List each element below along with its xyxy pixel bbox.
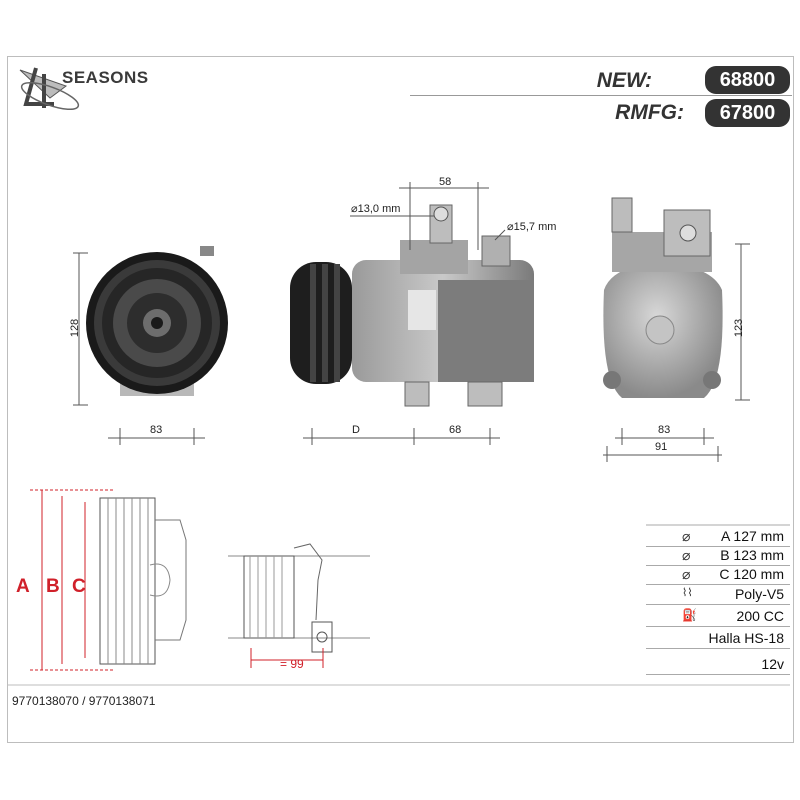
side-view-compressor: [290, 204, 534, 407]
datasheet-frame: [7, 56, 794, 743]
diameter-icon: ⌀: [682, 528, 691, 544]
rear-view-compressor: [603, 197, 723, 398]
diameter-icon: ⌀: [682, 566, 691, 582]
diameter-icon: ⌀: [682, 547, 691, 563]
pulley-length-label: = 99: [280, 657, 304, 671]
front-view-clutch: [86, 246, 228, 396]
rear-overall-width-label: 91: [655, 441, 668, 453]
front-height-label: 128: [69, 318, 82, 338]
pulley-profile-drawing: [30, 489, 187, 671]
rmfg-label: RMFG:: [615, 101, 684, 124]
belt-icon: ⌇⌇: [682, 587, 693, 599]
side-d-label: D: [352, 424, 360, 436]
front-width-label: 83: [150, 424, 163, 436]
diameter-icon: ⌀: [507, 221, 514, 233]
side-length-label: 68: [449, 424, 462, 436]
new-number-badge: 68800: [705, 66, 790, 94]
pulley-length-drawing: [228, 543, 370, 668]
four-seasons-logo: [19, 67, 80, 111]
spec-row-a: ⌀ A 127 mm: [646, 526, 790, 547]
header-divider: [410, 95, 792, 96]
rear-height-label: 123: [733, 318, 746, 338]
pulley-b-label: B: [46, 576, 60, 597]
suction-port-label: ⌀13,0 mm: [351, 203, 401, 215]
spec-row-b: ⌀ B 123 mm: [646, 545, 790, 566]
spec-row-model: Halla HS-18: [646, 628, 790, 649]
oil-can-icon: ⛽: [682, 608, 697, 622]
port-spacing-label: 58: [439, 176, 452, 188]
brand-name: SEASONS: [62, 68, 149, 87]
spec-row-belt: ⌇⌇ Poly-V5: [646, 584, 790, 605]
spec-row-voltage: 12v: [646, 654, 790, 675]
spec-row-c: ⌀ C 120 mm: [646, 564, 790, 585]
oem-numbers: 9770138070 / 9770138071: [12, 694, 156, 708]
rear-width-label: 83: [658, 424, 671, 436]
discharge-port-label: ⌀15,7 mm: [507, 221, 557, 233]
diameter-icon: ⌀: [351, 203, 358, 215]
pulley-c-label: C: [72, 576, 86, 597]
rmfg-number-badge: 67800: [705, 99, 790, 127]
spec-row-oil: ⛽ 200 CC: [646, 606, 790, 627]
new-label: NEW:: [596, 69, 652, 92]
pulley-a-label: A: [16, 576, 30, 597]
